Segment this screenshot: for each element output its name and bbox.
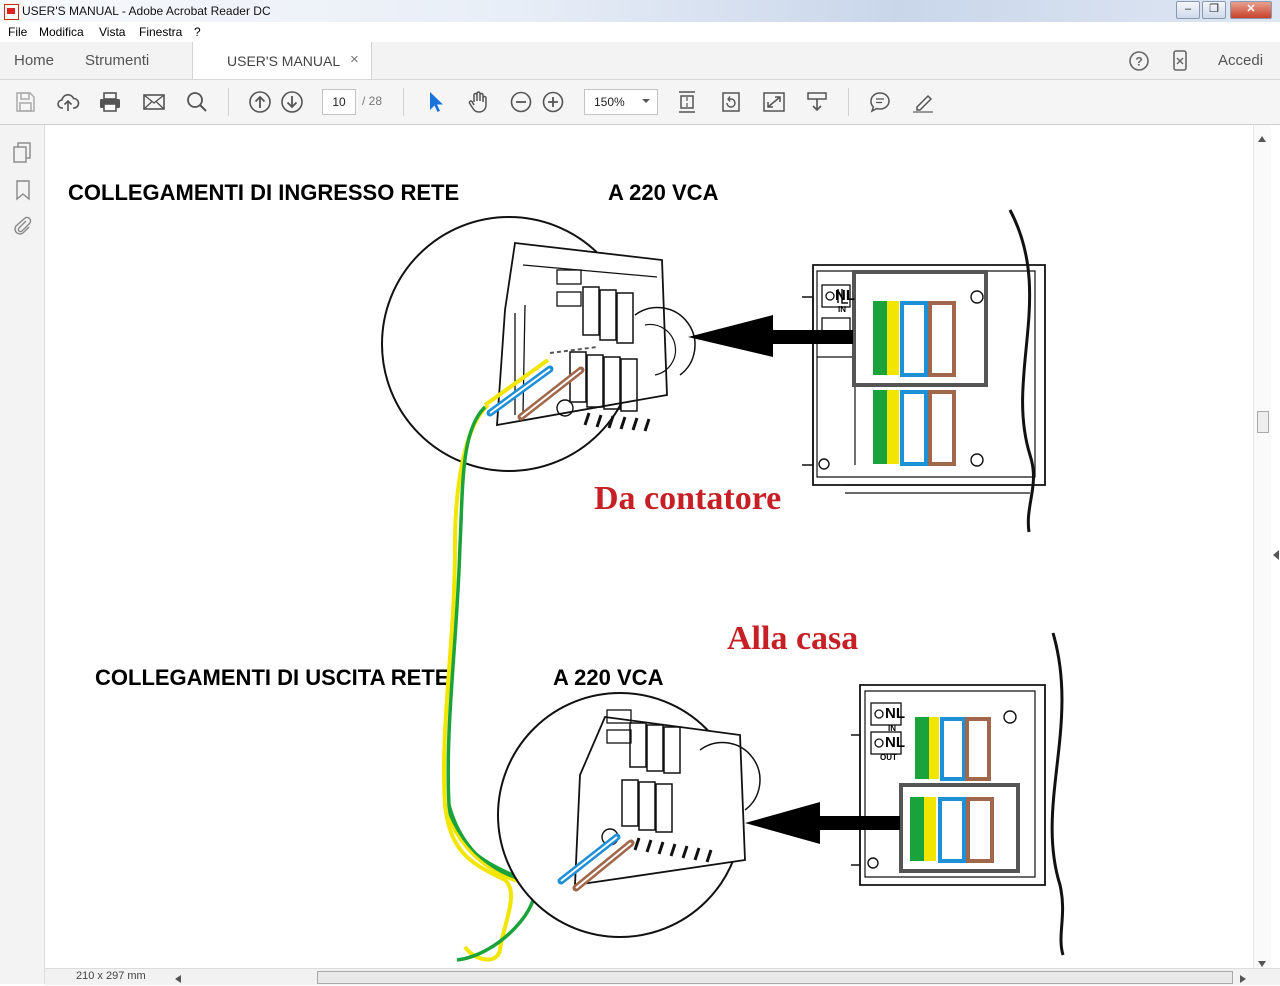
- hand-tool-icon[interactable]: [466, 90, 490, 114]
- input-inverter-panel: [802, 209, 1046, 533]
- left-navigation-rail: [0, 125, 53, 984]
- menu-file[interactable]: File: [8, 25, 28, 39]
- full-screen-icon[interactable]: [762, 90, 786, 114]
- maximize-button[interactable]: ❐: [1202, 1, 1226, 19]
- tab-home[interactable]: Home: [14, 52, 55, 69]
- tab-document[interactable]: USER'S MANUAL ×: [192, 42, 372, 79]
- svg-text:?: ?: [1135, 55, 1142, 69]
- upload-cloud-icon[interactable]: [56, 90, 80, 114]
- vertical-scroll-thumb[interactable]: [1257, 411, 1269, 433]
- fit-page-icon[interactable]: [675, 90, 699, 114]
- to-house-label: Alla casa: [727, 620, 859, 657]
- horizontal-scroll-thumb[interactable]: [317, 971, 1233, 984]
- wiring-diagram: [381, 209, 1065, 962]
- chevron-down-icon: [641, 94, 651, 111]
- bookmarks-icon[interactable]: [14, 179, 32, 201]
- toolbar-divider: [228, 88, 229, 116]
- mobile-link-icon[interactable]: [1170, 49, 1190, 73]
- menu-bar: File Modifica Vista Finestra ?: [0, 22, 1280, 43]
- close-window-button[interactable]: ✕: [1230, 1, 1272, 19]
- output-voltage-label: A 220 VCA: [553, 665, 664, 690]
- scroll-down-icon[interactable]: [1258, 956, 1266, 970]
- output-terminal-closeup: [497, 692, 761, 938]
- print-icon[interactable]: [98, 90, 122, 114]
- scroll-right-icon[interactable]: [1240, 972, 1246, 986]
- save-icon[interactable]: [13, 90, 37, 114]
- terminal-nl-label: NL: [885, 734, 905, 751]
- tab-tools[interactable]: Strumenti: [85, 52, 150, 69]
- acrobat-icon: [4, 4, 19, 20]
- tab-close-icon[interactable]: ×: [350, 51, 359, 68]
- terminal-out-label: OUT: [880, 753, 897, 762]
- rotate-page-icon[interactable]: [719, 90, 743, 114]
- menu-modifica[interactable]: Modifica: [39, 25, 84, 39]
- zoom-dropdown[interactable]: 150%: [584, 89, 658, 115]
- title-bar: USER'S MANUAL - Adobe Acrobat Reader DC …: [0, 0, 1280, 22]
- terminal-in-label: IN: [838, 305, 846, 314]
- minimize-button[interactable]: –: [1176, 1, 1200, 19]
- page-size-label: 210 x 297 mm: [76, 970, 146, 982]
- collapse-right-panel-icon[interactable]: [1273, 549, 1280, 563]
- toolbar-divider: [403, 88, 404, 116]
- menu-finestra[interactable]: Finestra: [139, 25, 183, 39]
- tab-document-label: USER'S MANUAL: [227, 53, 341, 69]
- page-thumbnails-icon[interactable]: [12, 141, 32, 165]
- terminal-in-label: IN: [888, 724, 896, 733]
- from-meter-label: Da contatore: [594, 480, 782, 517]
- input-terminal-closeup: [381, 216, 696, 472]
- tab-bar: Home Strumenti USER'S MANUAL × ? Accedi: [0, 42, 1280, 80]
- select-cursor-icon[interactable]: [423, 90, 447, 114]
- page-total: / 28: [362, 94, 383, 108]
- email-icon[interactable]: [142, 90, 166, 114]
- zoom-out-icon[interactable]: [509, 90, 533, 114]
- terminal-nl-label: NL: [835, 287, 855, 304]
- window-title: USER'S MANUAL - Adobe Acrobat Reader DC: [22, 4, 271, 18]
- toolbar: 10 / 28 150%: [0, 80, 1280, 125]
- menu-help[interactable]: ?: [194, 25, 201, 39]
- previous-page-icon[interactable]: [248, 90, 272, 114]
- next-page-icon[interactable]: [280, 90, 304, 114]
- horizontal-scrollbar[interactable]: 210 x 297 mm: [45, 968, 1280, 985]
- scroll-mode-icon[interactable]: [805, 90, 829, 114]
- document-page: COLLEGAMENTI DI INGRESSO RETE A 220 VCA …: [45, 125, 1253, 968]
- vertical-scrollbar[interactable]: [1253, 125, 1279, 970]
- input-heading: COLLEGAMENTI DI INGRESSO RETE: [68, 180, 460, 205]
- scroll-up-icon[interactable]: [1258, 131, 1266, 145]
- comment-icon[interactable]: [868, 90, 892, 114]
- toolbar-divider: [848, 88, 849, 116]
- page-number-input[interactable]: 10: [322, 89, 356, 115]
- attachments-icon[interactable]: [12, 215, 32, 237]
- output-inverter-panel: [851, 632, 1065, 956]
- menu-vista[interactable]: Vista: [99, 25, 126, 39]
- highlight-pen-icon[interactable]: [911, 90, 935, 114]
- signin-button[interactable]: Accedi: [1218, 52, 1264, 69]
- input-voltage-label: A 220 VCA: [608, 180, 719, 205]
- search-icon[interactable]: [185, 90, 209, 114]
- zoom-value: 150%: [594, 95, 625, 109]
- help-icon[interactable]: ?: [1128, 50, 1150, 72]
- terminal-nl-label: NL: [885, 705, 905, 722]
- scroll-left-icon[interactable]: [175, 972, 181, 986]
- output-heading: COLLEGAMENTI DI USCITA RETE: [95, 665, 450, 690]
- zoom-in-icon[interactable]: [541, 90, 565, 114]
